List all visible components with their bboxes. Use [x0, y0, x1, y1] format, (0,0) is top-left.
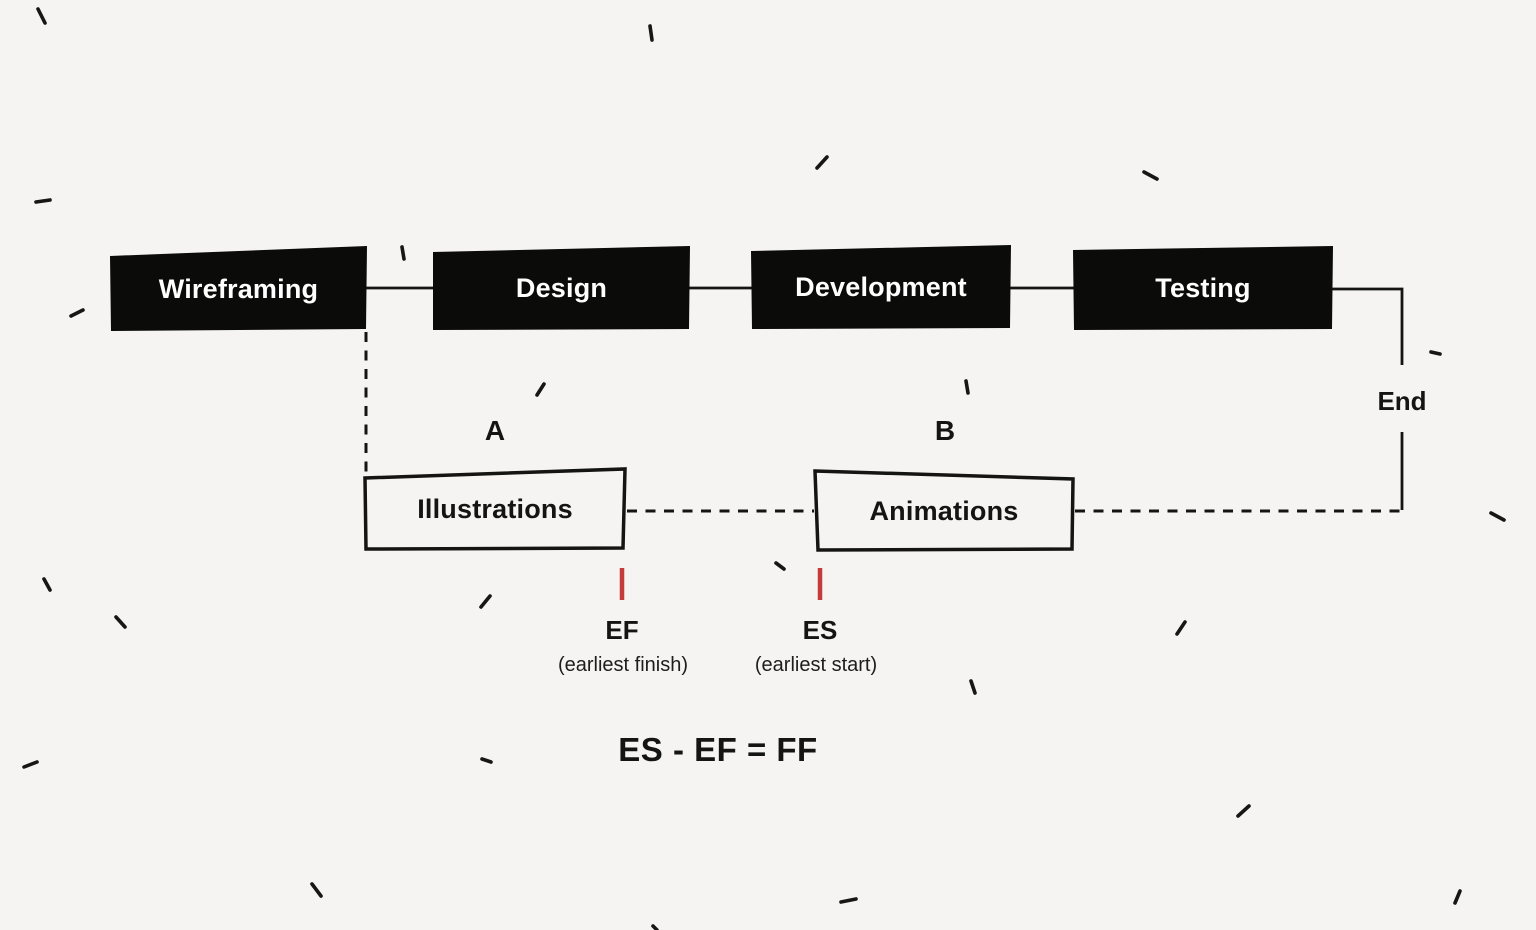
float-tick-marks — [619, 568, 823, 600]
end-label: End — [1377, 385, 1427, 416]
dashed-dependency-lines — [364, 332, 1400, 513]
stage-label-wireframing: Wireframing — [158, 273, 319, 304]
stage-label-design: Design — [515, 273, 608, 303]
task-box-animations — [813, 469, 1075, 552]
stage-label-development: Development — [795, 272, 967, 302]
task-tag-b: B — [934, 415, 956, 446]
marker-caption-earliest-finish: (earliest finish) — [557, 653, 689, 676]
marker-abbr-es: ES — [802, 614, 838, 645]
formula-text: ES - EF = FF — [618, 731, 818, 768]
stage-box-testing — [1073, 246, 1333, 330]
marker-abbr-ef: EF — [605, 614, 639, 645]
ink-speckles — [22, 7, 1506, 930]
task-tag-a: A — [484, 415, 506, 446]
stage-label-testing: Testing — [1155, 272, 1251, 303]
task-box-illustrations — [363, 467, 627, 551]
task-label-illustrations: Illustrations — [417, 493, 573, 524]
stage-connectors — [366, 286, 1404, 510]
stage-box-design — [433, 246, 690, 330]
stage-box-development — [751, 245, 1011, 329]
task-boxes — [363, 467, 1075, 552]
stage-boxes — [110, 245, 1333, 331]
marker-caption-earliest-start: (earliest start) — [754, 653, 878, 676]
stage-box-wireframing — [110, 246, 367, 331]
task-label-animations: Animations — [869, 495, 1019, 526]
